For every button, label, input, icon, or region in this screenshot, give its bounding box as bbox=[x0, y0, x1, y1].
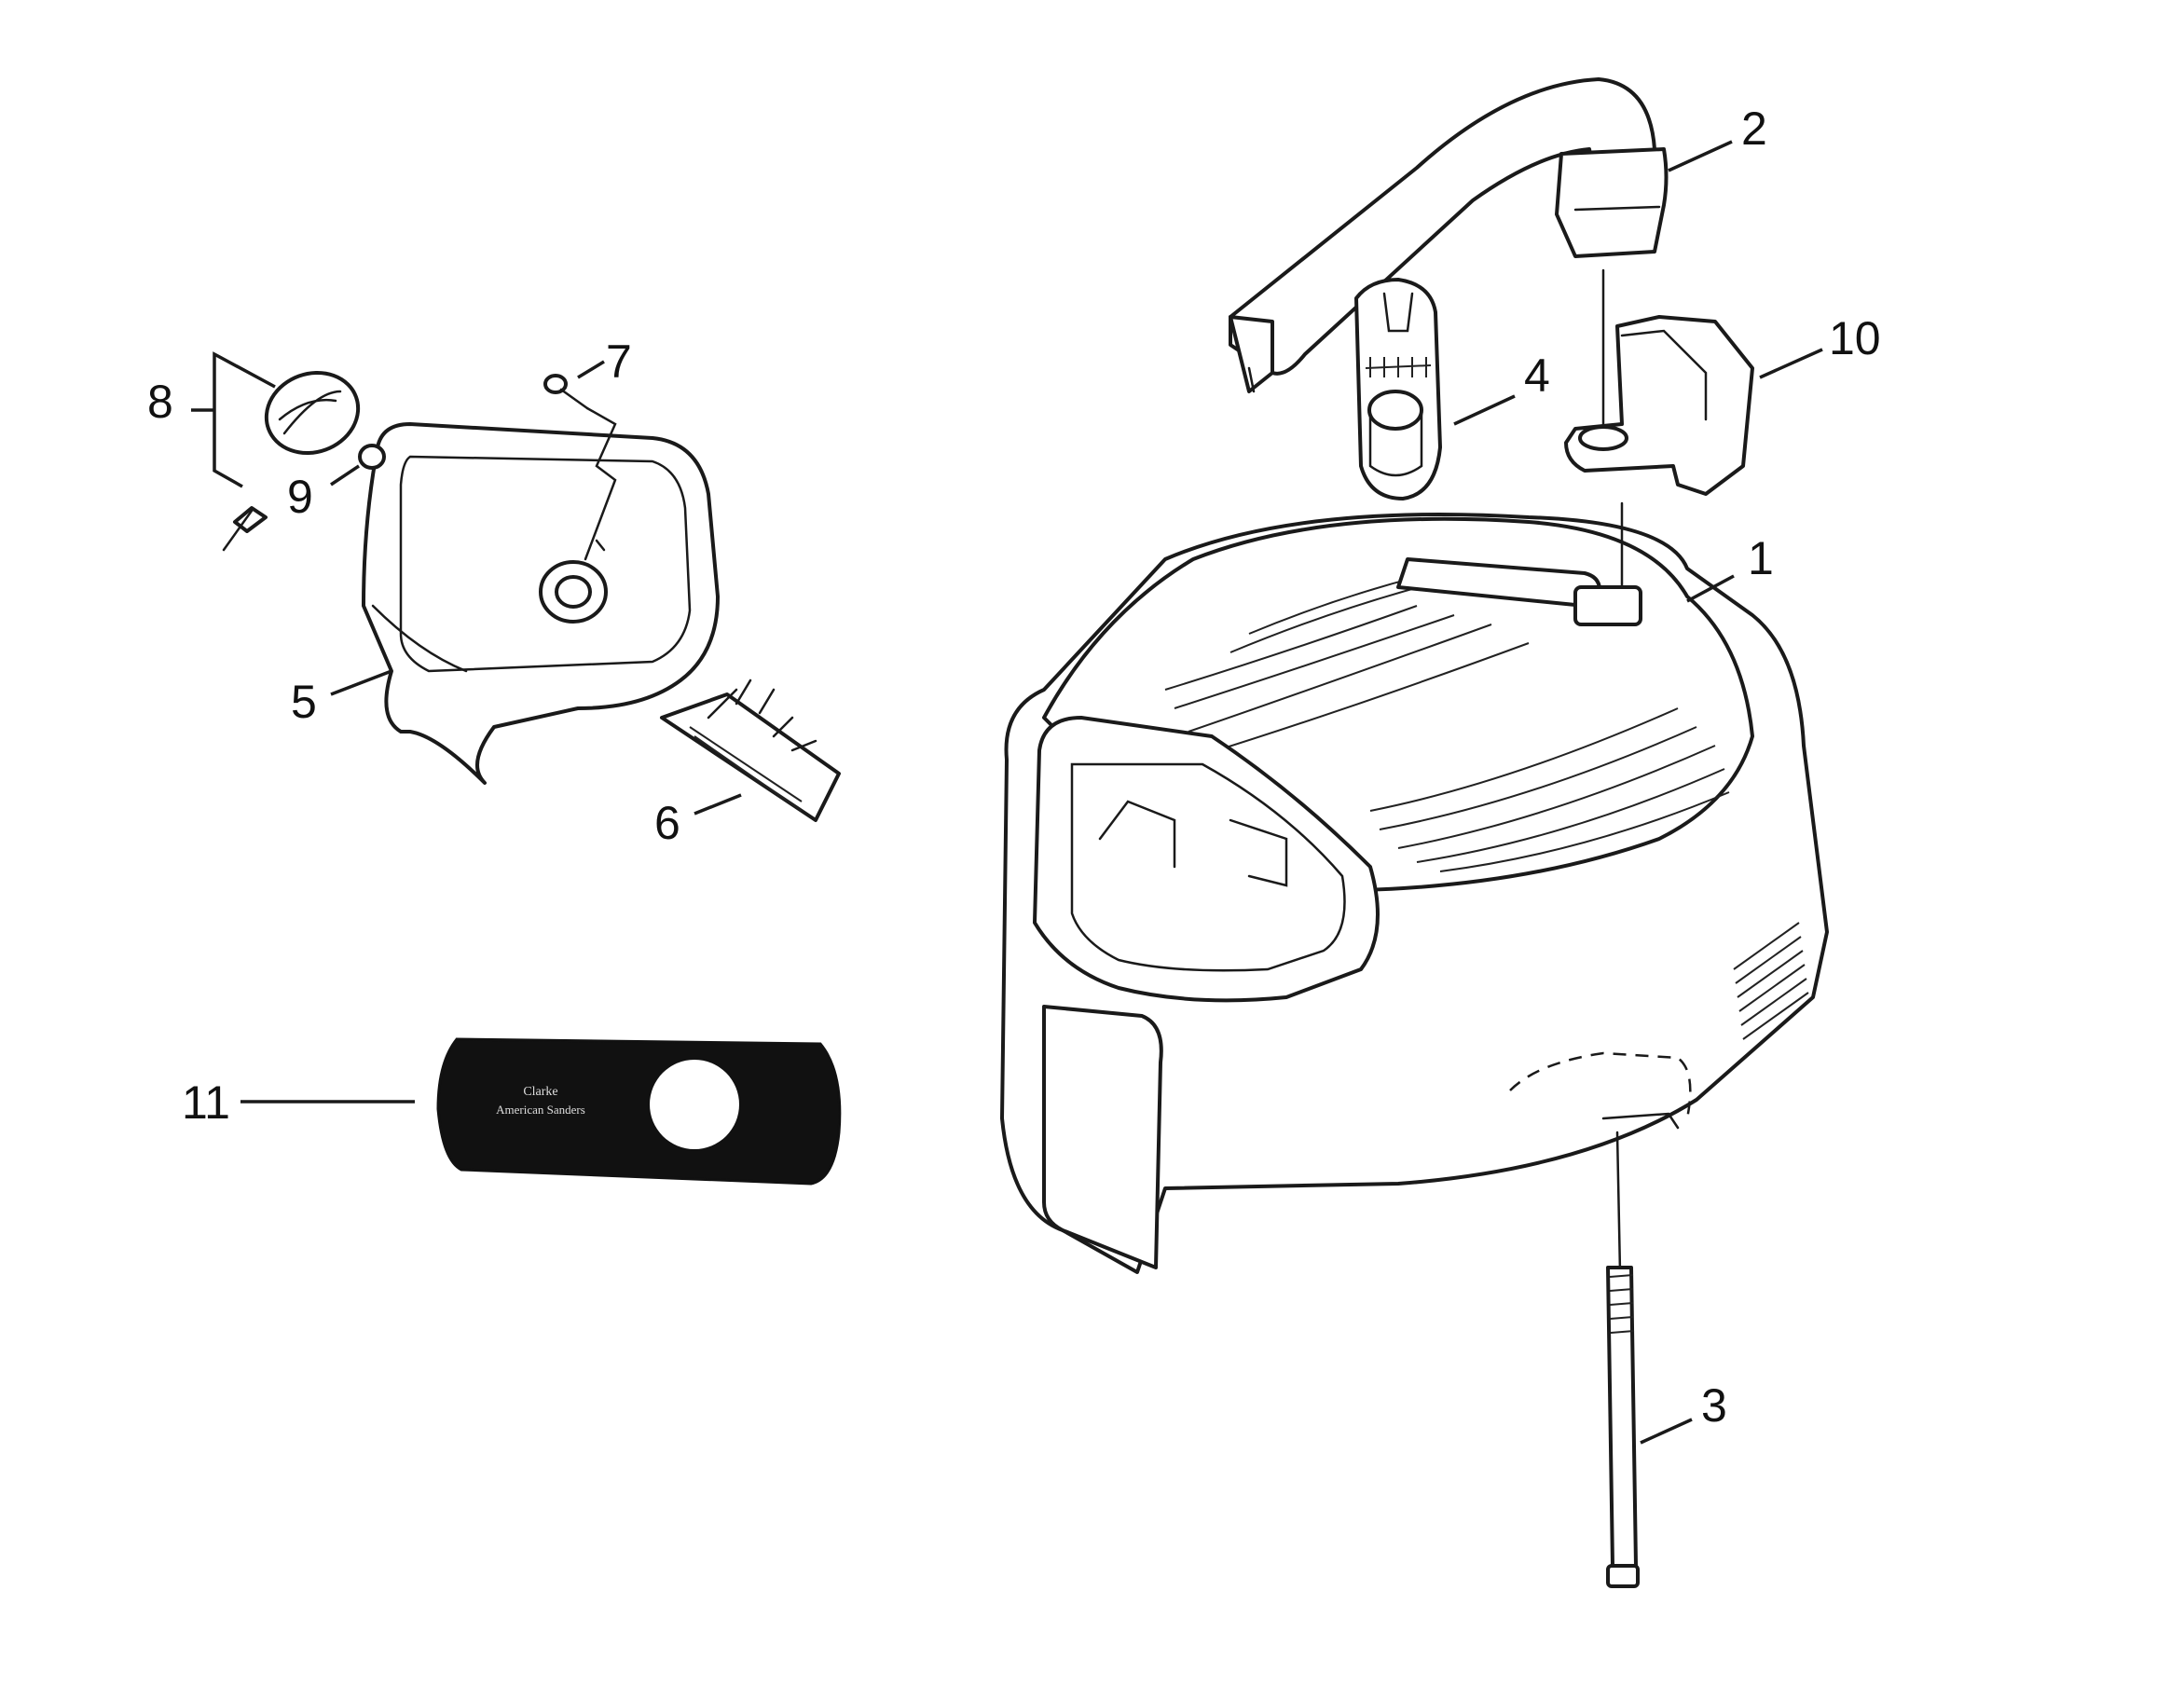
nameplate-line1: Clarke bbox=[523, 1085, 557, 1099]
callout-7: 7 bbox=[606, 336, 632, 388]
callout-10: 10 bbox=[1829, 312, 1881, 364]
leader-5 bbox=[330, 669, 392, 696]
leader-lines bbox=[191, 140, 1823, 1445]
leader-10 bbox=[1759, 348, 1823, 379]
nameplate-line2: American Sanders bbox=[496, 1103, 585, 1117]
leader-8-bracket bbox=[213, 351, 276, 488]
part-11-nameplate: Clarke American Sanders bbox=[436, 1037, 842, 1186]
leader-2 bbox=[1668, 140, 1733, 172]
part-8-knob bbox=[264, 370, 361, 456]
callout-1: 1 bbox=[1748, 532, 1774, 584]
part-8-screw bbox=[222, 506, 268, 552]
callout-5: 5 bbox=[291, 676, 317, 728]
leader-7 bbox=[577, 360, 605, 379]
callout-8: 8 bbox=[147, 376, 173, 428]
part-1-housing bbox=[1000, 513, 1829, 1274]
part-3-long-bolt bbox=[1606, 1131, 1640, 1588]
leader-3 bbox=[1640, 1418, 1693, 1445]
leader-9 bbox=[330, 464, 360, 487]
leader-1 bbox=[1686, 574, 1735, 603]
callout-2: 2 bbox=[1741, 103, 1767, 155]
callout-9: 9 bbox=[287, 471, 313, 523]
leader-6 bbox=[694, 793, 742, 816]
callout-labels: 1 2 3 4 5 6 7 8 9 10 11 bbox=[147, 103, 1881, 1432]
part-10-bracket bbox=[1564, 268, 1754, 589]
handle-socket bbox=[1573, 585, 1642, 626]
part-2-handle bbox=[1229, 77, 1669, 393]
callout-11: 11 bbox=[182, 1076, 230, 1129]
part-9-oring bbox=[358, 444, 386, 470]
leader-4 bbox=[1453, 394, 1516, 426]
callout-6: 6 bbox=[654, 797, 680, 849]
part-7-screw bbox=[543, 374, 617, 561]
part-6-switch bbox=[660, 679, 841, 822]
callout-4: 4 bbox=[1524, 350, 1550, 402]
housing-side-vent bbox=[1733, 922, 1809, 1040]
callout-3: 3 bbox=[1701, 1379, 1727, 1432]
part-4-clip bbox=[1354, 278, 1442, 500]
part-5-control-housing bbox=[362, 422, 720, 785]
